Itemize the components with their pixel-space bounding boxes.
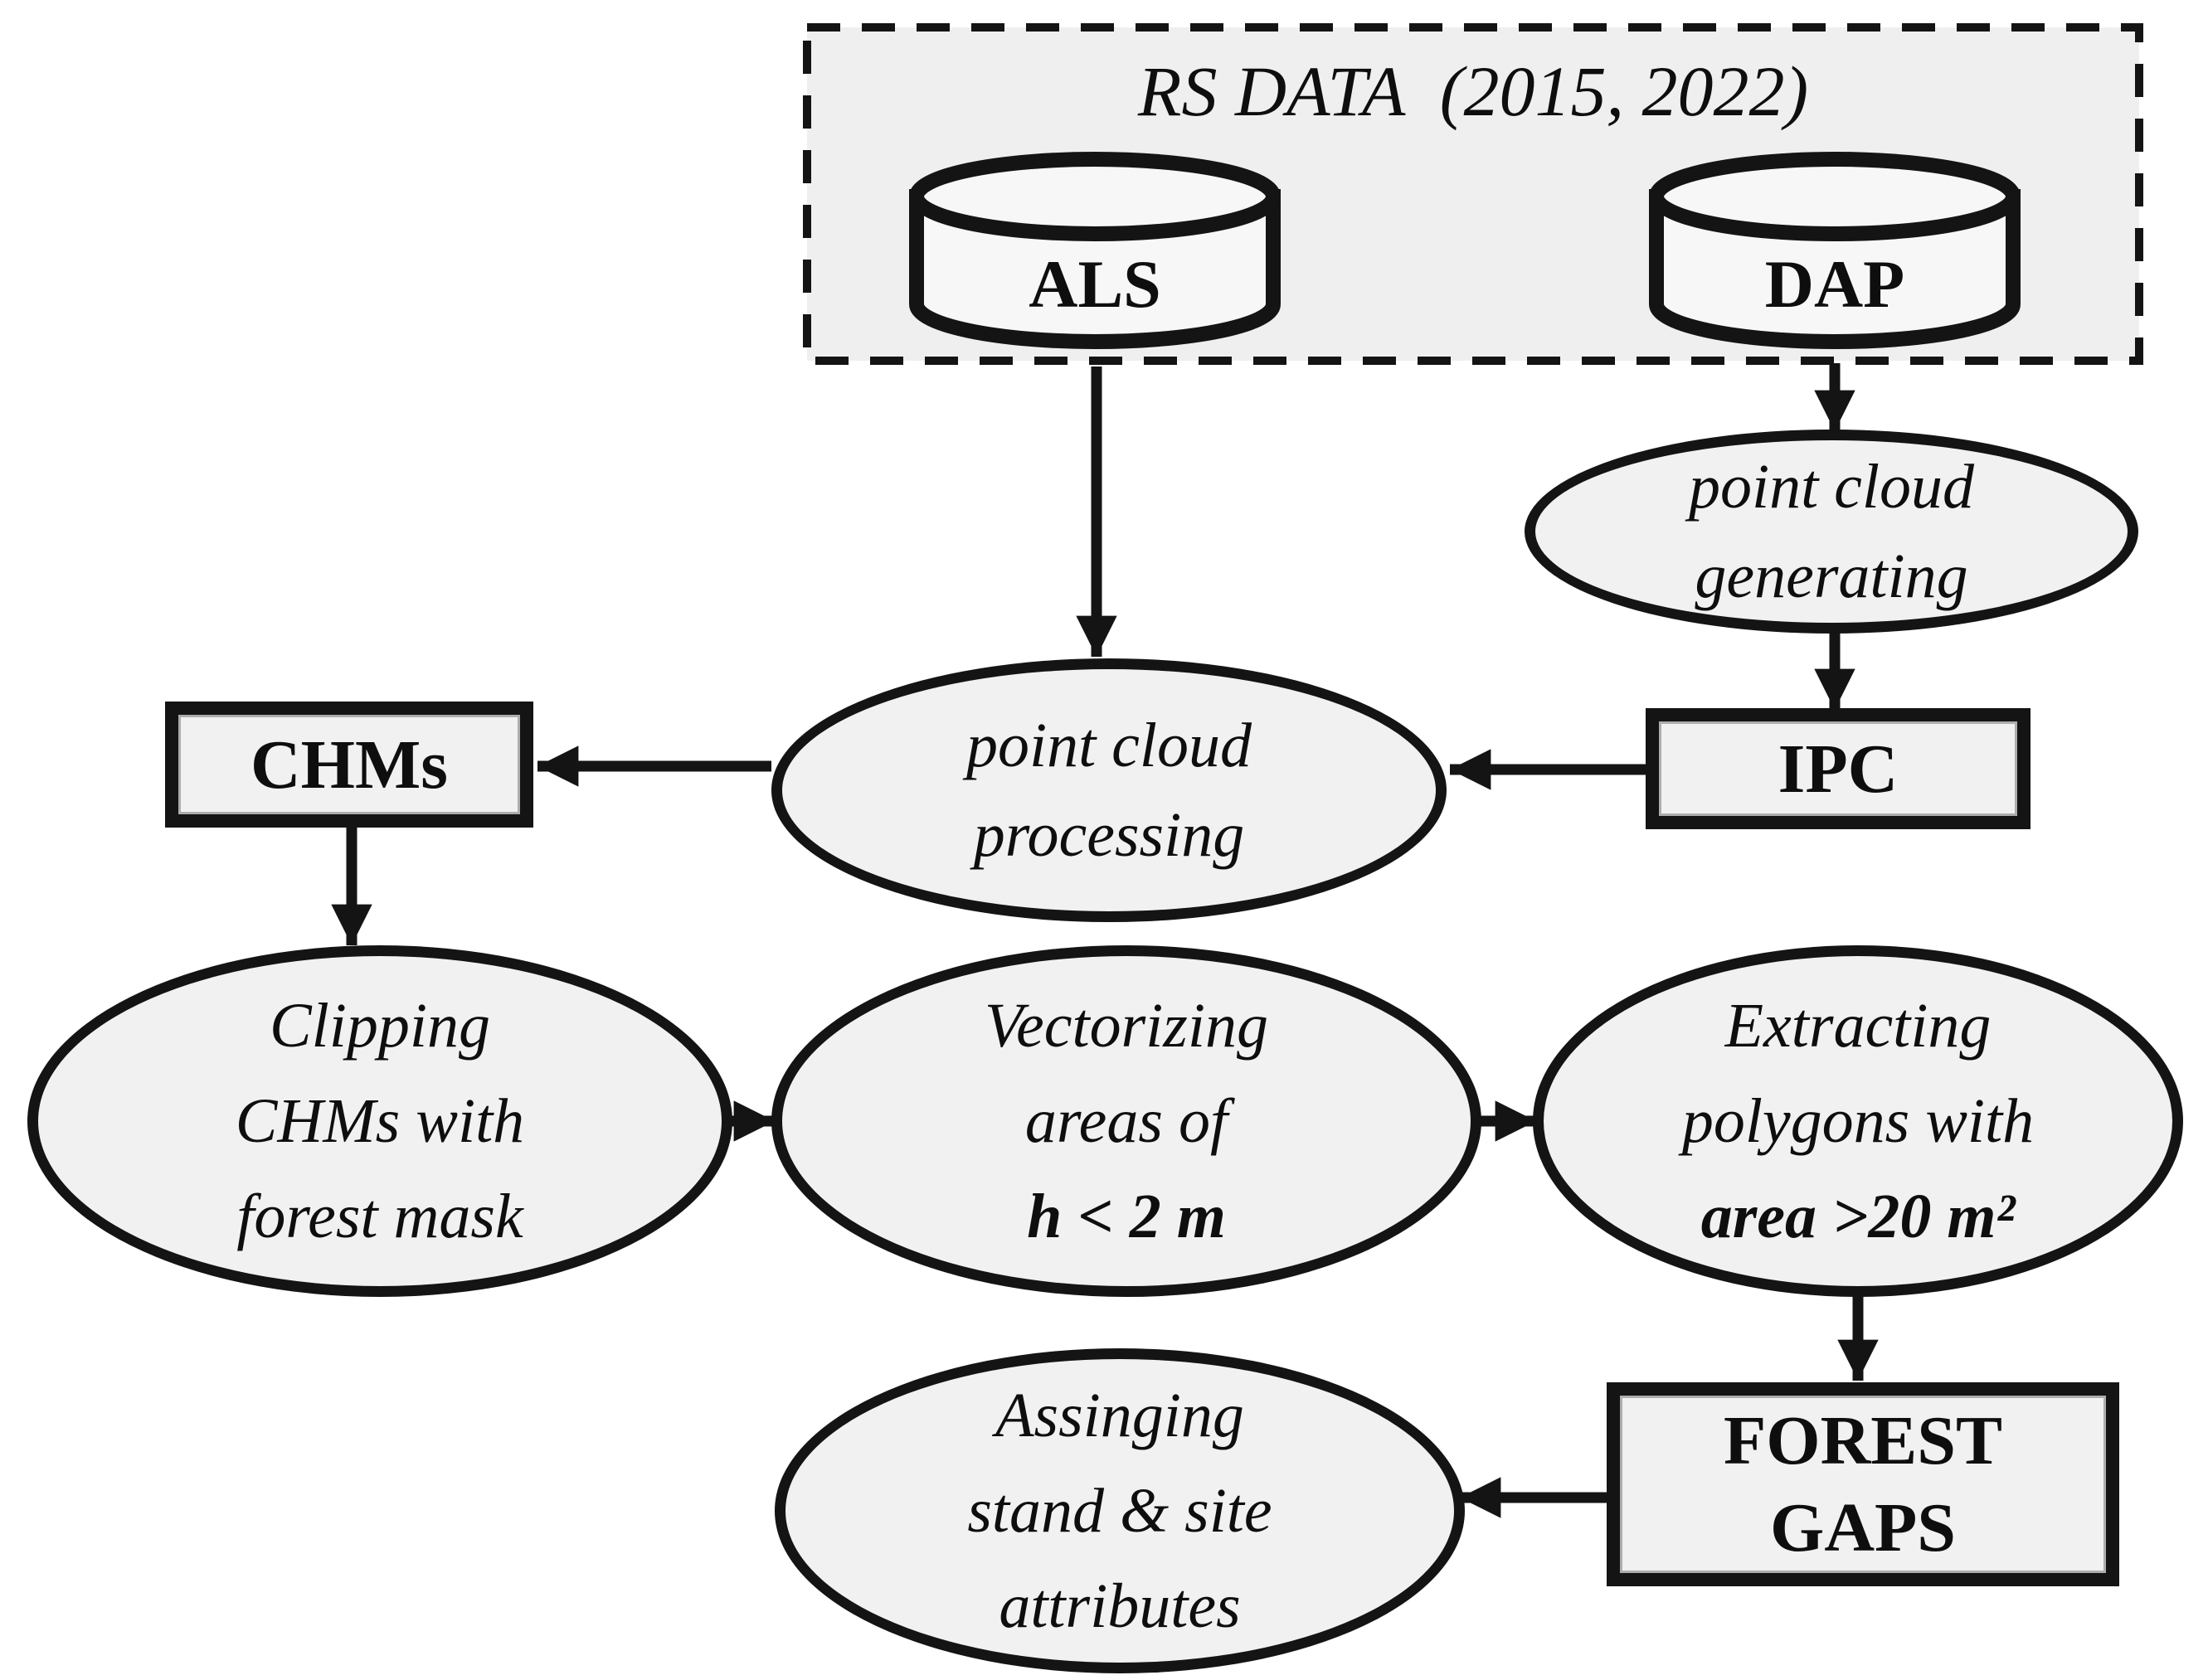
node-point-cloud-processing: point cloud processing	[771, 658, 1447, 922]
node-extracting-polygons: Extracting polygons with area >20 m²	[1533, 945, 2183, 1297]
node-line: Vectorizing	[985, 990, 1268, 1061]
node-assigning-attributes: Assinging stand & site attributes	[775, 1348, 1465, 1673]
als-label: ALS	[1029, 246, 1161, 322]
cylinder-shape-icon	[909, 152, 1281, 349]
ipc-label: IPC	[1778, 730, 1899, 808]
dap-database-cylinder: DAP	[1648, 151, 2021, 354]
node-line: polygons with	[1681, 1085, 2035, 1156]
node-ipc: IPC	[1646, 708, 2030, 829]
node-line: Assinging	[995, 1380, 1244, 1450]
node-vectorizing-areas: Vectorizing areas of h < 2 m	[771, 945, 1481, 1297]
node-clipping-chms-with-forest-mask: Clipping CHMs with forest mask	[27, 945, 732, 1297]
node-line: point cloud	[1688, 452, 1975, 522]
node-line-emphasis: h < 2 m	[1027, 1181, 1226, 1251]
node-line: Extracting	[1724, 990, 1992, 1061]
als-database-cylinder: ALS	[908, 151, 1282, 354]
node-line: stand & site	[967, 1475, 1272, 1546]
node-line: attributes	[999, 1571, 1241, 1641]
chms-label: CHMs	[250, 726, 448, 804]
node-line: CHMs with	[235, 1085, 525, 1156]
node-line-emphasis: area >20 m²	[1700, 1181, 2016, 1251]
node-chms: CHMs	[165, 702, 533, 828]
forest-gaps-line: GAPS	[1769, 1489, 1957, 1566]
node-line: Clipping	[269, 990, 491, 1061]
node-line: forest mask	[236, 1181, 523, 1251]
node-forest-gaps: FOREST GAPS	[1607, 1382, 2119, 1586]
node-point-cloud-generating: point cloud generating	[1525, 430, 2138, 634]
node-line: areas of	[1024, 1085, 1228, 1156]
dap-label: DAP	[1764, 246, 1905, 322]
cylinder-shape-icon	[1649, 152, 2021, 349]
node-line: processing	[973, 800, 1245, 870]
node-line: point cloud	[965, 711, 1252, 780]
forest-gaps-line: FOREST	[1723, 1402, 2003, 1479]
rs-data-group-title: RS DATA (2015, 2022)	[1137, 51, 1809, 131]
node-line: generating	[1695, 541, 1968, 611]
